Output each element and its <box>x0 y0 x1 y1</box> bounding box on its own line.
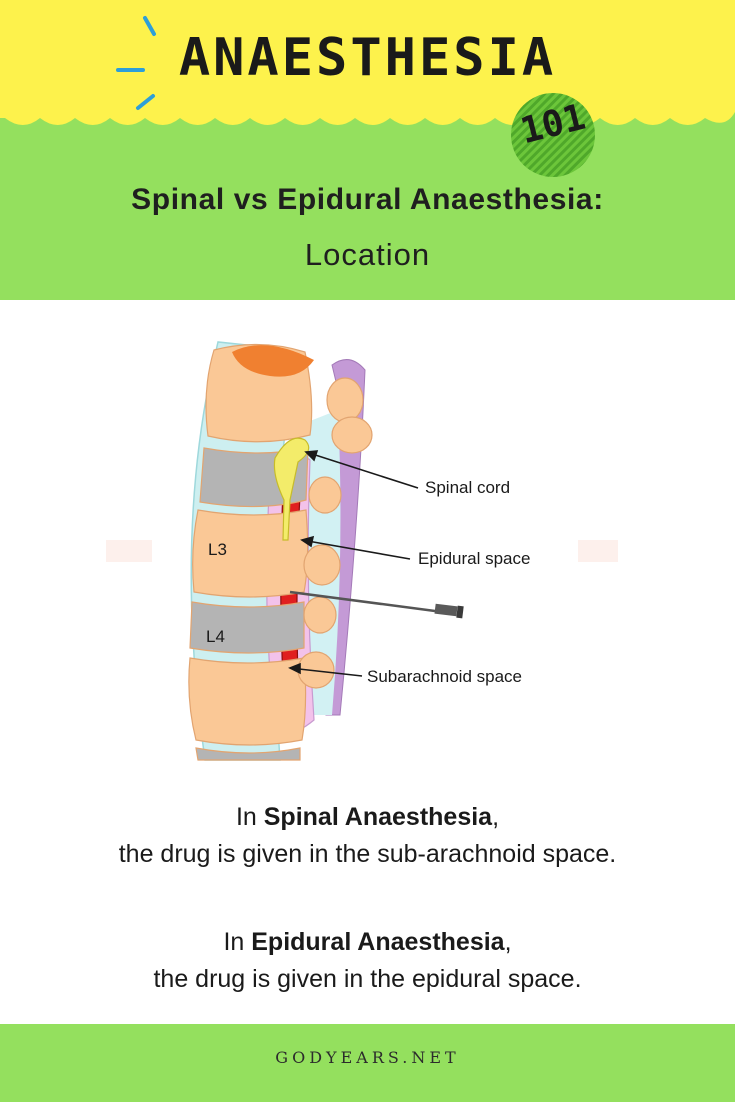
vertebra-l4-label: L4 <box>206 627 225 646</box>
epidural-space-label: Epidural space <box>418 549 531 568</box>
orange-cap <box>232 345 314 377</box>
spinal-description-line1: In Spinal Anaesthesia, <box>235 803 500 831</box>
posterior-processes <box>297 377 373 689</box>
syringe-needle <box>289 590 464 619</box>
spinal-cord-label: Spinal cord <box>425 478 511 497</box>
epidural-description-line1: In Epidural Anaesthesia, <box>223 928 512 956</box>
badge-circle <box>511 93 595 177</box>
page-subtitle: Location <box>304 237 431 272</box>
vertebra-l3-label: L3 <box>208 540 227 559</box>
spine-diagram <box>106 341 618 761</box>
brand-title: ANAESTHESIA <box>178 28 557 88</box>
epidural-description-line2: the drug is given in the epidural space. <box>153 965 582 993</box>
spinal-anaesthesia-term: Spinal Anaesthesia <box>263 803 493 831</box>
subarachnoid-space-label: Subarachnoid space <box>367 667 523 686</box>
epidural-description: In Epidural Anaesthesia, the drug is giv… <box>0 924 735 998</box>
page-title: Spinal vs Epidural Anaesthesia: <box>131 183 604 216</box>
footer-band <box>0 1024 735 1102</box>
spinal-description: In Spinal Anaesthesia, the drug is given… <box>0 799 735 873</box>
spinal-description-line2: the drug is given in the sub-arachnoid s… <box>118 840 617 868</box>
nerve-root <box>273 437 310 541</box>
epidural-anaesthesia-term: Epidural Anaesthesia <box>251 928 505 956</box>
header-background <box>0 0 735 300</box>
footer-site: GODYEARS.NET <box>275 1048 460 1067</box>
sparkle-icon <box>116 16 156 110</box>
